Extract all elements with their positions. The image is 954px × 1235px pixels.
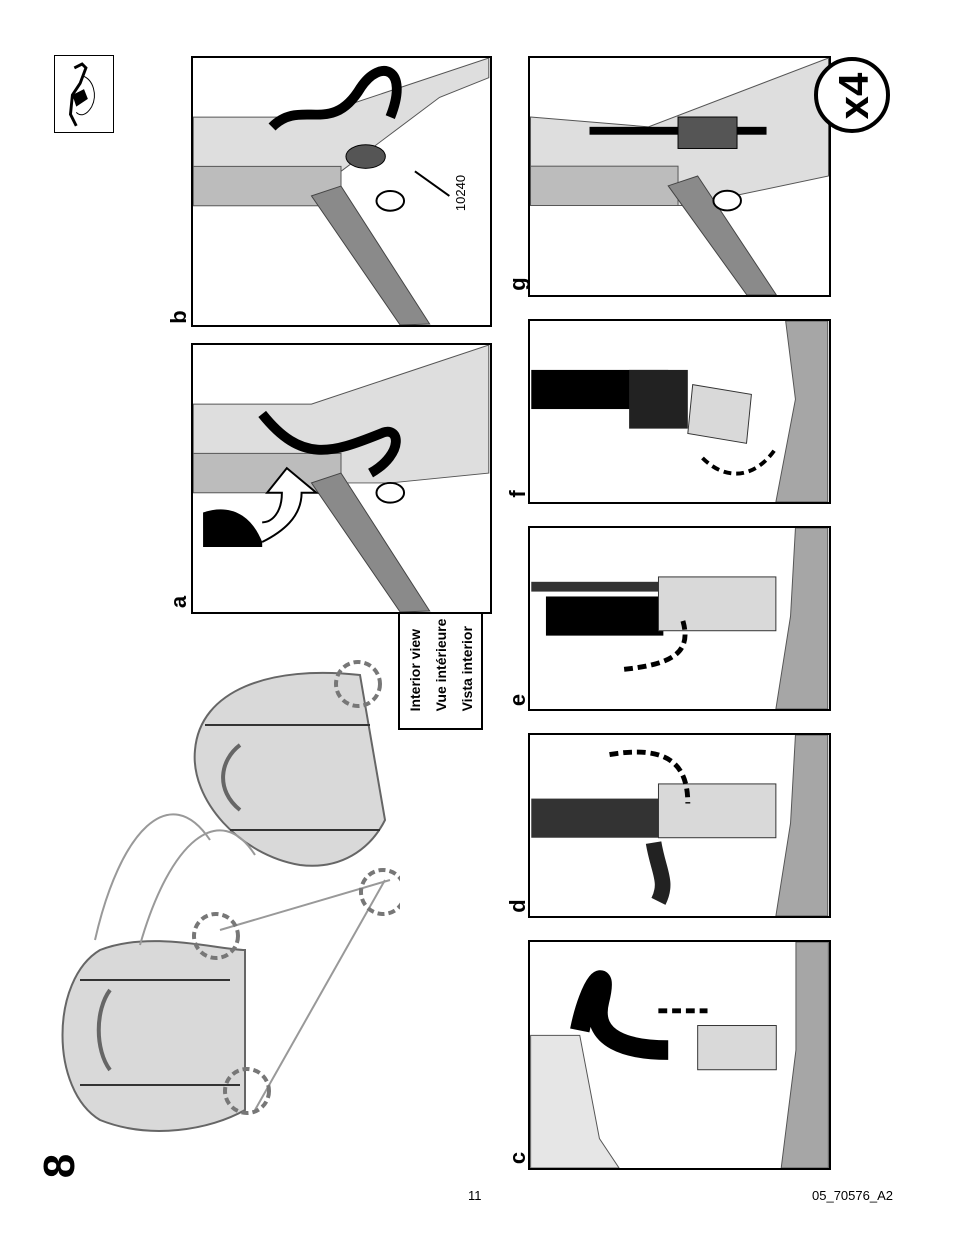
callout-line-fr: Vue intérieure bbox=[432, 618, 449, 712]
panel-g-illustration bbox=[530, 58, 829, 295]
panel-label-a: a bbox=[166, 595, 191, 609]
panel-label-b: b bbox=[166, 310, 191, 324]
panel-label-g: g bbox=[505, 277, 530, 291]
end-panel-lower bbox=[61, 940, 246, 1132]
panel-a-illustration bbox=[193, 345, 490, 612]
panel-label-e: e bbox=[505, 693, 530, 707]
document-code: 05_70576_A2 bbox=[812, 1188, 893, 1203]
strap-icon-box bbox=[54, 55, 114, 133]
repeat-badge-icon: x4 bbox=[814, 57, 890, 133]
panel-a bbox=[191, 343, 492, 614]
panel-e-illustration bbox=[531, 528, 829, 709]
callout-line-es: Vista interior bbox=[458, 626, 475, 712]
panel-label-d: d bbox=[505, 899, 530, 913]
panel-label-f: f bbox=[505, 490, 530, 498]
repeat-badge-text: x4 bbox=[830, 72, 877, 120]
shelter-overview-illustration bbox=[61, 660, 400, 1132]
part-number-label: 10240 bbox=[453, 174, 468, 212]
panel-g bbox=[528, 56, 831, 297]
panel-d-illustration bbox=[531, 735, 829, 916]
panel-d bbox=[528, 733, 831, 918]
panel-f-illustration bbox=[531, 321, 829, 502]
panel-b: 10240 bbox=[191, 56, 492, 327]
panel-label-c: c bbox=[505, 1151, 530, 1165]
page-number: 11 bbox=[468, 1188, 482, 1203]
panel-e bbox=[528, 526, 831, 711]
panel-b-illustration bbox=[193, 58, 490, 325]
strap-icon bbox=[68, 62, 95, 127]
panel-f bbox=[528, 319, 831, 504]
interior-view-callout: Interior view Vue intérieure Vista inter… bbox=[398, 600, 483, 730]
panel-c-illustration bbox=[530, 942, 829, 1168]
panel-c bbox=[528, 940, 831, 1170]
callout-line-en: Interior view bbox=[406, 628, 423, 712]
end-panel-upper bbox=[193, 671, 387, 867]
